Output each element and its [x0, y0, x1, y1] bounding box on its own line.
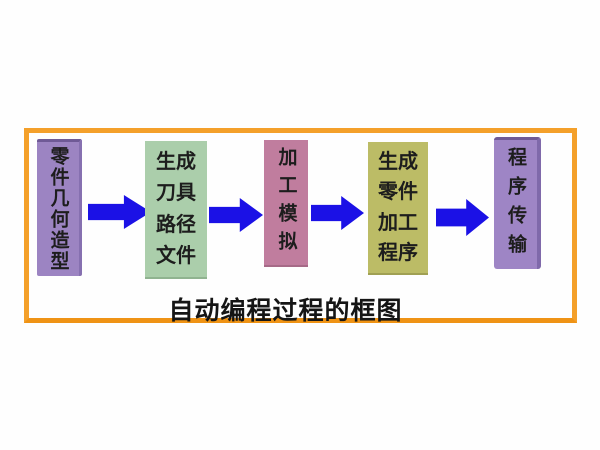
flow-step-part-geometry: 零件几何造型	[37, 139, 82, 276]
label-line: 零件	[378, 181, 418, 204]
flow-step-machining-simulation: 加工模拟	[264, 140, 308, 267]
flow-step-generate-toolpath-file: 生成 刀具 路径 文件	[145, 141, 207, 279]
label-line: 刀具	[156, 182, 196, 205]
flow-step-label: 零件几何造型	[47, 146, 69, 272]
flow-step-label: 加工模拟	[275, 146, 297, 259]
flow-step-generate-part-program: 生成 零件 加工 程序	[368, 142, 428, 275]
flow-step-label: 生成 零件 加工 程序	[368, 142, 428, 273]
diagram-caption: 自动编程过程的框图	[168, 297, 403, 325]
label-line: 加工	[378, 211, 418, 234]
flow-step-label: 生成 刀具 路径 文件	[145, 141, 207, 277]
label-line: 程序	[378, 241, 418, 264]
label-line: 生成	[156, 150, 196, 173]
flow-step-program-transfer: 程序传输	[494, 137, 541, 269]
label-line: 文件	[156, 245, 196, 268]
label-line: 路径	[156, 213, 196, 236]
flow-step-label: 程序传输	[505, 146, 526, 263]
label-line: 生成	[378, 151, 418, 174]
diagram-border-frame	[24, 128, 577, 323]
